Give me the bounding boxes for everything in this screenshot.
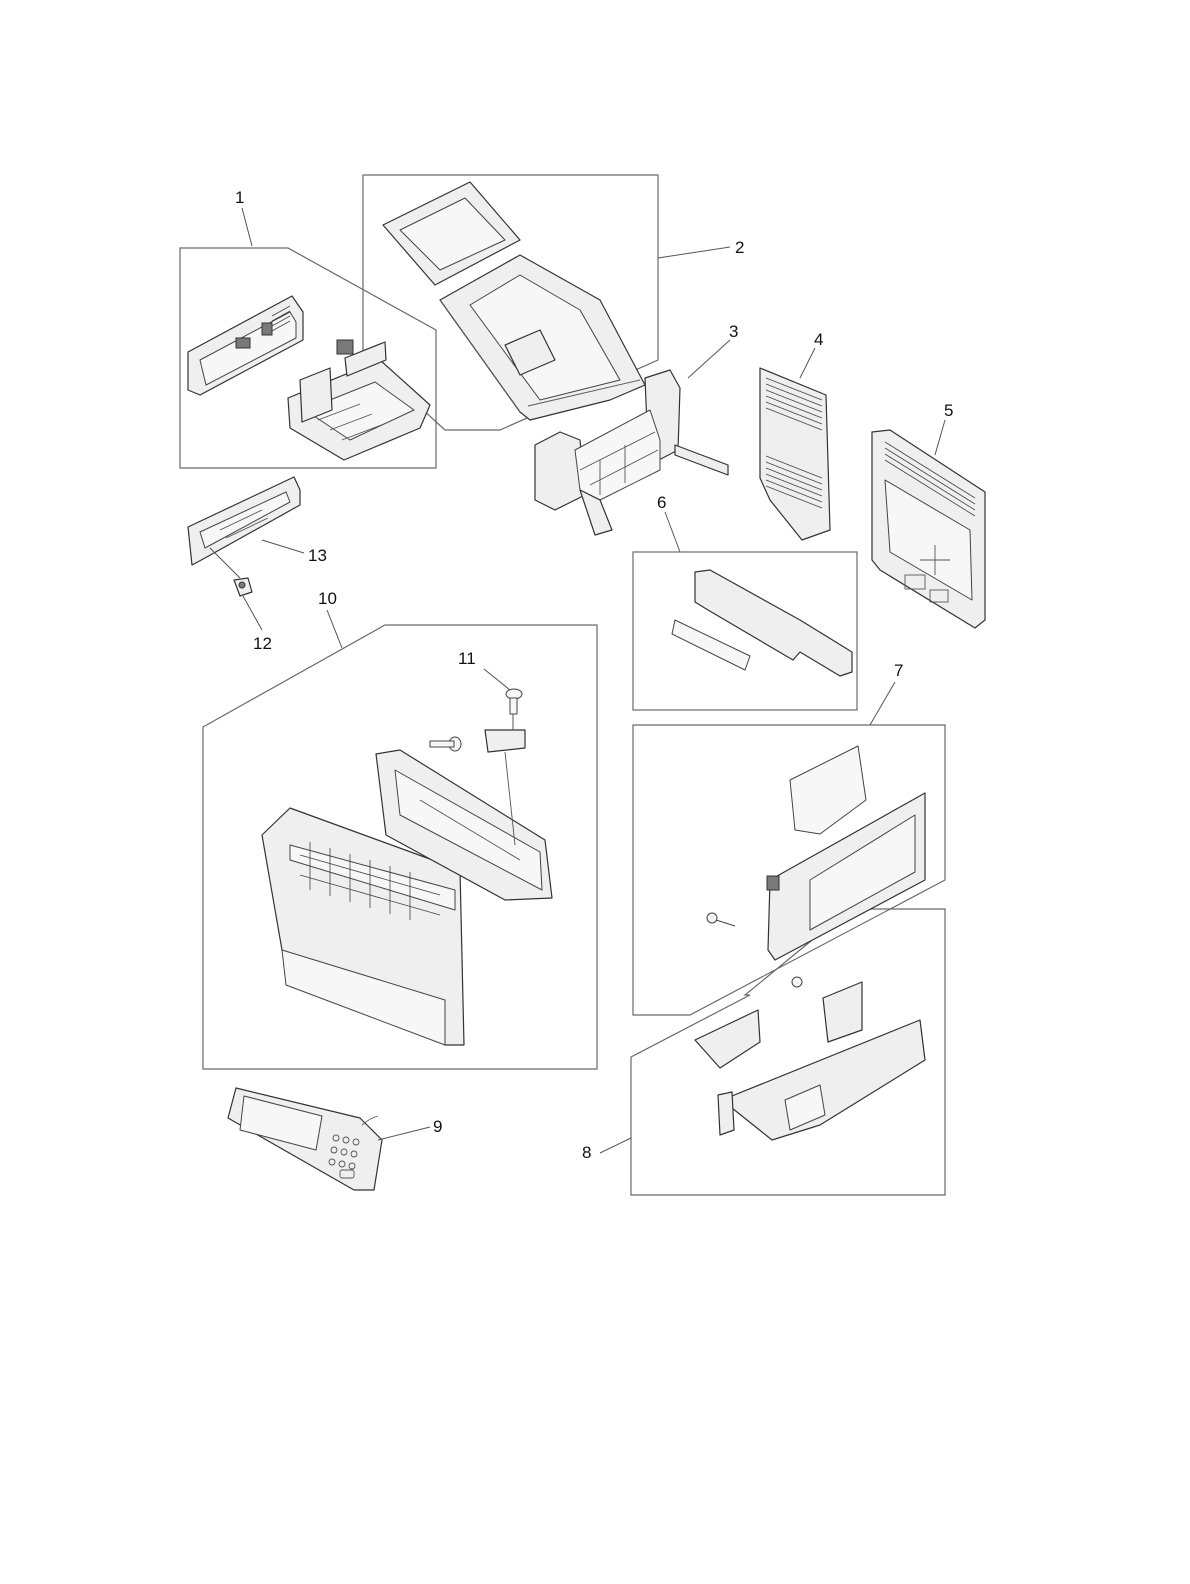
callout-9: 9 (433, 1117, 442, 1136)
part-2-output-tray (383, 182, 645, 420)
callout-10: 10 (318, 589, 337, 608)
part-10-screw (430, 737, 461, 751)
part-12-latch (234, 578, 252, 596)
part-6-rail (672, 570, 852, 676)
callout-12: 12 (253, 634, 272, 653)
callout-1: 1 (235, 188, 244, 207)
part-8-rail-assembly (695, 977, 925, 1140)
part-7-side-door (707, 746, 925, 960)
part-1-tray (288, 340, 430, 460)
part-1-rear-cover (188, 296, 303, 395)
callout-6: 6 (657, 493, 666, 512)
callout-11: 11 (458, 649, 476, 668)
callout-7: 7 (894, 661, 903, 680)
callout-2: 2 (735, 238, 744, 257)
part-4-side-panel (760, 368, 830, 540)
part-5-rear-panel (872, 430, 985, 628)
part-11-screw (506, 689, 522, 730)
part-9-control-panel (228, 1088, 382, 1190)
callout-8: 8 (582, 1143, 591, 1162)
callout-13: 13 (308, 546, 327, 565)
callout-5: 5 (944, 401, 953, 420)
callout-4: 4 (814, 330, 823, 349)
callout-3: 3 (729, 322, 738, 341)
part-13-bracket (188, 477, 300, 565)
part-7-screw (707, 913, 735, 926)
